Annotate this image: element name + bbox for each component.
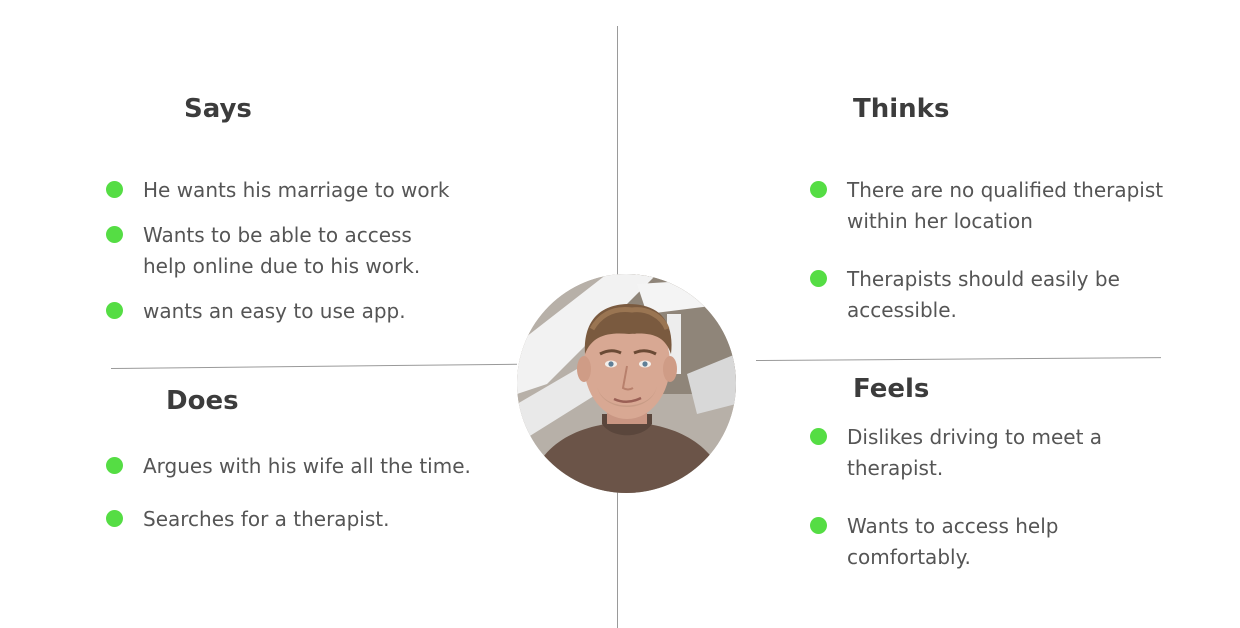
list-item: Wants to be able to access help online d… <box>106 220 433 282</box>
list-item-text: Therapists should easily be accessible. <box>847 267 1120 322</box>
list-item: He wants his marriage to work <box>106 175 486 206</box>
list-item-text: wants an easy to use app. <box>143 299 406 323</box>
green-dot-icon <box>106 510 123 527</box>
list-item: Wants to access help comfortably. <box>810 511 1097 573</box>
green-dot-icon <box>106 226 123 243</box>
green-dot-icon <box>106 457 123 474</box>
list-item-text: There are no qualified therapist within … <box>847 178 1164 233</box>
persona-avatar <box>517 274 736 493</box>
list-item: Searches for a therapist. <box>106 504 506 535</box>
list-item: Argues with his wife all the time. <box>106 451 506 482</box>
green-dot-icon <box>810 428 827 445</box>
does-list: Argues with his wife all the time. Searc… <box>106 451 506 535</box>
persona-photo <box>517 274 736 493</box>
says-list: He wants his marriage to work Wants to b… <box>106 175 486 327</box>
list-item: Therapists should easily be accessible. <box>810 264 1167 326</box>
horizontal-divider-right <box>755 357 1161 361</box>
list-item-text: Argues with his wife all the time. <box>143 454 471 478</box>
list-item-text: He wants his marriage to work <box>143 178 450 202</box>
thinks-title: Thinks <box>853 94 950 124</box>
horizontal-divider-left <box>110 363 517 369</box>
list-item: wants an easy to use app. <box>106 296 486 327</box>
list-item: Dislikes driving to meet a therapist. <box>810 422 1110 484</box>
thinks-list: There are no qualified therapist within … <box>810 175 1190 326</box>
green-dot-icon <box>810 270 827 287</box>
list-item: There are no qualified therapist within … <box>810 175 1190 237</box>
green-dot-icon <box>106 302 123 319</box>
says-title: Says <box>184 94 252 124</box>
list-item-text: Dislikes driving to meet a therapist. <box>847 425 1103 480</box>
green-dot-icon <box>106 181 123 198</box>
green-dot-icon <box>810 181 827 198</box>
list-item-text: Wants to be able to access help online d… <box>143 223 421 278</box>
feels-list: Dislikes driving to meet a therapist. Wa… <box>810 422 1110 573</box>
list-item-text: Searches for a therapist. <box>143 507 390 531</box>
feels-title: Feels <box>853 374 930 404</box>
green-dot-icon <box>810 517 827 534</box>
does-title: Does <box>166 386 239 416</box>
list-item-text: Wants to access help comfortably. <box>847 514 1059 569</box>
